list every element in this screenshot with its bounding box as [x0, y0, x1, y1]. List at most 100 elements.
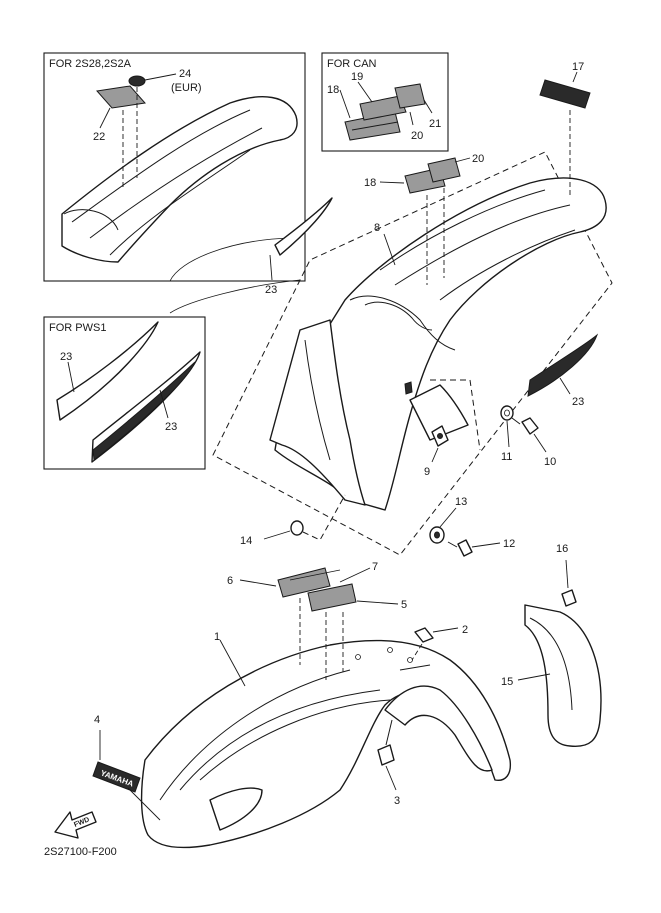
decal-20-rear: [427, 157, 461, 183]
leader-2: [432, 627, 459, 633]
rear-fender-tab-dashed: [430, 379, 481, 451]
callout-11: 11: [501, 451, 512, 463]
leader-17: [572, 71, 578, 83]
inset-connector-top: [169, 237, 291, 282]
leader-7: [339, 567, 371, 583]
callout-12: 12: [503, 538, 515, 550]
eur-fender-rib-3: [109, 149, 251, 256]
front-fender-hole-1: [355, 654, 361, 660]
leader-3: [385, 765, 397, 791]
leader-22: [99, 107, 111, 129]
rear-fender-8: [274, 177, 607, 511]
callout-13: 13: [455, 496, 467, 508]
fork-guard-assembly: 16 15: [501, 543, 602, 747]
decal-7-stripe: [289, 569, 341, 581]
eur-emblem-24: [128, 75, 146, 87]
callout-16: 16: [556, 543, 568, 555]
part-11-washer: [500, 405, 514, 421]
callout-21: 21: [429, 118, 441, 130]
can-decal-20: [394, 83, 426, 109]
front-fender-mount: [399, 664, 431, 671]
decal-6: [277, 567, 331, 598]
rear-fender-assembly: 17 18 20 23 23 8: [212, 61, 613, 556]
part-9-hole: [437, 433, 443, 439]
callout-23-pws-a: 23: [60, 351, 72, 363]
part-14-collar: [290, 520, 304, 536]
pws-decal-23-left: [56, 321, 159, 421]
rear-fender-hardware: 9 11 10 13 12 14: [240, 405, 556, 557]
inset-can: FOR CAN 18 19 20 21: [321, 52, 449, 152]
callout-17: 17: [572, 61, 584, 73]
callout-23-rear-side: 23: [572, 396, 584, 408]
decal-4-yamaha: [92, 761, 141, 793]
figure-code: 2S27100-F200: [44, 846, 117, 858]
leader-1: [219, 639, 246, 687]
part-12-bolt-shank: [447, 541, 458, 548]
rear-fender-seat-inner: [364, 301, 433, 331]
callout-24-note: (EUR): [171, 82, 202, 94]
leader-14: [263, 530, 291, 540]
rear-fender-seat-cutout: [349, 295, 456, 351]
leader-12: [471, 542, 501, 548]
leader-11: [506, 420, 510, 448]
leader-23-rear-side: [559, 377, 571, 395]
callout-6: 6: [227, 575, 233, 587]
rear-fender-rib-2: [394, 204, 571, 286]
leader-23-pws-b: [159, 389, 169, 419]
front-fender-flap: [384, 685, 493, 772]
leader-10: [533, 433, 547, 453]
callout-24: 24: [179, 68, 191, 80]
leader-6: [239, 579, 277, 587]
callout-4: 4: [94, 714, 100, 726]
leader-23-rear-left: [269, 254, 273, 281]
leader-21: [423, 99, 433, 114]
callout-23-pws-b: 23: [165, 421, 177, 433]
leader-5: [356, 600, 399, 605]
inset-connector-bottom: [169, 279, 301, 314]
leader-18-rear: [379, 181, 405, 184]
part-10-bolt-shank: [511, 417, 521, 425]
callout-10: 10: [544, 456, 556, 468]
callout-23-rear-left: 23: [265, 284, 277, 296]
eur-fender-rib-2: [89, 127, 263, 239]
part-11-washer-hole: [504, 409, 510, 417]
part-3-bolt: [377, 744, 395, 766]
leader-23-pws-a: [67, 361, 75, 393]
rear-fender-rib-1: [379, 189, 546, 271]
fwd-arrow-icon: [54, 811, 97, 839]
callout-9: 9: [424, 466, 430, 478]
inset-pws-label: FOR PWS1: [49, 322, 106, 334]
leader-16: [565, 559, 569, 589]
callout-20-can: 20: [411, 130, 423, 142]
rear-fender-rib-3: [439, 229, 576, 301]
leader-19: [357, 81, 373, 103]
part-15-fork-guard: [524, 604, 602, 747]
part-2-nut: [414, 627, 434, 643]
part-15-fork-guard-ridge: [529, 617, 573, 711]
leader-13: [439, 507, 457, 528]
callout-19: 19: [351, 71, 363, 83]
part-16-screw: [561, 589, 577, 607]
decal-23-rear-left: [274, 197, 333, 256]
callout-15: 15: [501, 676, 513, 688]
inset-eur-label: FOR 2S28,2S2A: [49, 58, 132, 70]
decal-5: [307, 583, 357, 612]
callout-2: 2: [462, 624, 468, 636]
callout-20-rear: 20: [472, 153, 484, 165]
can-decal-stripe: [351, 121, 399, 131]
rear-fender-skirt-line: [304, 339, 331, 461]
callout-1: 1: [214, 631, 220, 643]
eur-fender-edge: [63, 209, 119, 231]
decal-4-to-fender: [127, 787, 161, 821]
decal-23-rear-side: [527, 333, 599, 397]
callout-3: 3: [394, 795, 400, 807]
callout-8: 8: [374, 222, 380, 234]
eur-rear-fender-tail: [61, 96, 298, 263]
callout-22: 22: [93, 131, 105, 143]
leader-9: [431, 447, 439, 463]
part-3-bolt-shank: [385, 719, 393, 746]
inset-eur: FOR 2S28,2S2A 24 (EUR) 22: [43, 52, 306, 282]
inset-can-label: FOR CAN: [327, 58, 377, 70]
callout-18-rear: 18: [364, 177, 376, 189]
